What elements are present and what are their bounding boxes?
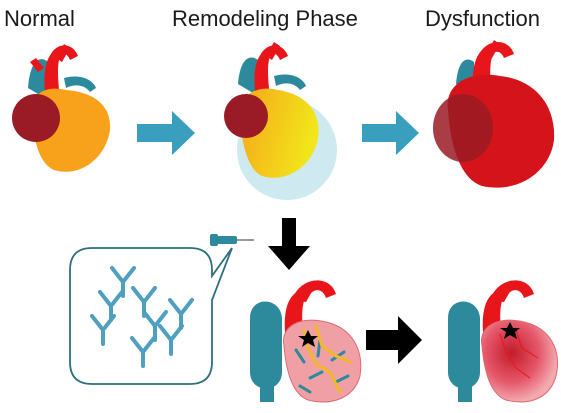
treated-heart-icon — [250, 280, 362, 403]
normal-heart-icon — [12, 44, 111, 172]
normal-label: Normal — [4, 6, 75, 31]
infarct-star-icon — [298, 330, 318, 347]
remodeling-phase-label: Remodeling Phase — [172, 6, 358, 31]
treatment-arrow-icon — [366, 316, 422, 364]
recovered-heart-icon — [448, 280, 558, 403]
antibody-callout — [69, 247, 233, 385]
arrow-icon — [137, 111, 195, 155]
infarct-star-icon — [500, 322, 520, 339]
dysfunction-label: Dysfunction — [425, 6, 540, 31]
antibody-icon — [90, 266, 194, 368]
syringe-icon — [210, 234, 254, 246]
arrow-icon — [362, 111, 419, 155]
remodeling-heart-icon — [224, 42, 337, 200]
dysfunction-heart-icon — [433, 40, 555, 188]
treatment-arrow-icon — [268, 218, 310, 270]
